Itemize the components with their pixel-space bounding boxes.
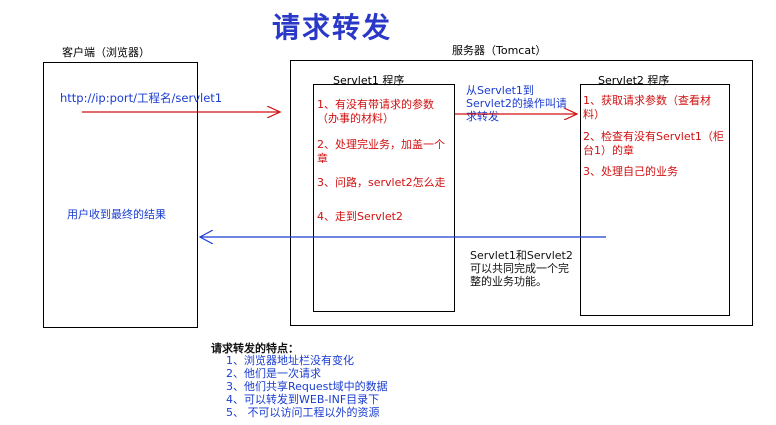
servlet1-step-1: 1、有没有带请求的参数（办事的材料）	[317, 98, 434, 125]
servlet2-step-3: 3、处理自己的业务	[583, 165, 678, 178]
features-title: 请求转发的特点：	[211, 342, 299, 355]
servlet1-step-2: 2、处理完业务，加盖一个章	[317, 138, 445, 165]
servlet1-step-3: 3、问路，servlet2怎么走	[317, 176, 446, 189]
servlet1-title: Servlet1 程序	[333, 74, 405, 87]
servlet2-step-2: 2、检查有没有Servlet1（柜台1）的章	[583, 130, 724, 157]
feature-item-4: 4、可以转发到WEB-INF目录下	[226, 393, 380, 406]
forward-note: 从Servlet1到Servlet2的操作叫请求转发	[466, 84, 567, 123]
servlet2-box	[580, 84, 730, 316]
client-result: 用户收到最终的结果	[67, 208, 166, 221]
feature-item-2: 2、他们是一次请求	[226, 367, 321, 380]
together-note: Servlet1和Servlet2可以共同完成一个完整的业务功能。	[470, 249, 573, 288]
client-label: 客户端（浏览器）	[62, 46, 150, 59]
request-url: http://ip:port/工程名/servlet1	[60, 91, 223, 105]
servlet2-step-1: 1、获取请求参数（查看材料）	[583, 94, 711, 121]
server-label: 服务器（Tomcat）	[452, 44, 547, 57]
client-box	[43, 62, 198, 328]
servlet2-title: Servlet2 程序	[598, 74, 670, 87]
diagram-title: 请求转发	[272, 11, 393, 44]
feature-item-1: 1、浏览器地址栏没有变化	[226, 354, 354, 367]
feature-item-5: 5、 不可以访问工程以外的资源	[226, 406, 380, 419]
servlet1-step-4: 4、走到Servlet2	[317, 210, 403, 223]
server-box	[290, 60, 753, 326]
servlet1-box	[313, 84, 455, 312]
feature-item-3: 3、他们共享Request域中的数据	[226, 380, 388, 393]
